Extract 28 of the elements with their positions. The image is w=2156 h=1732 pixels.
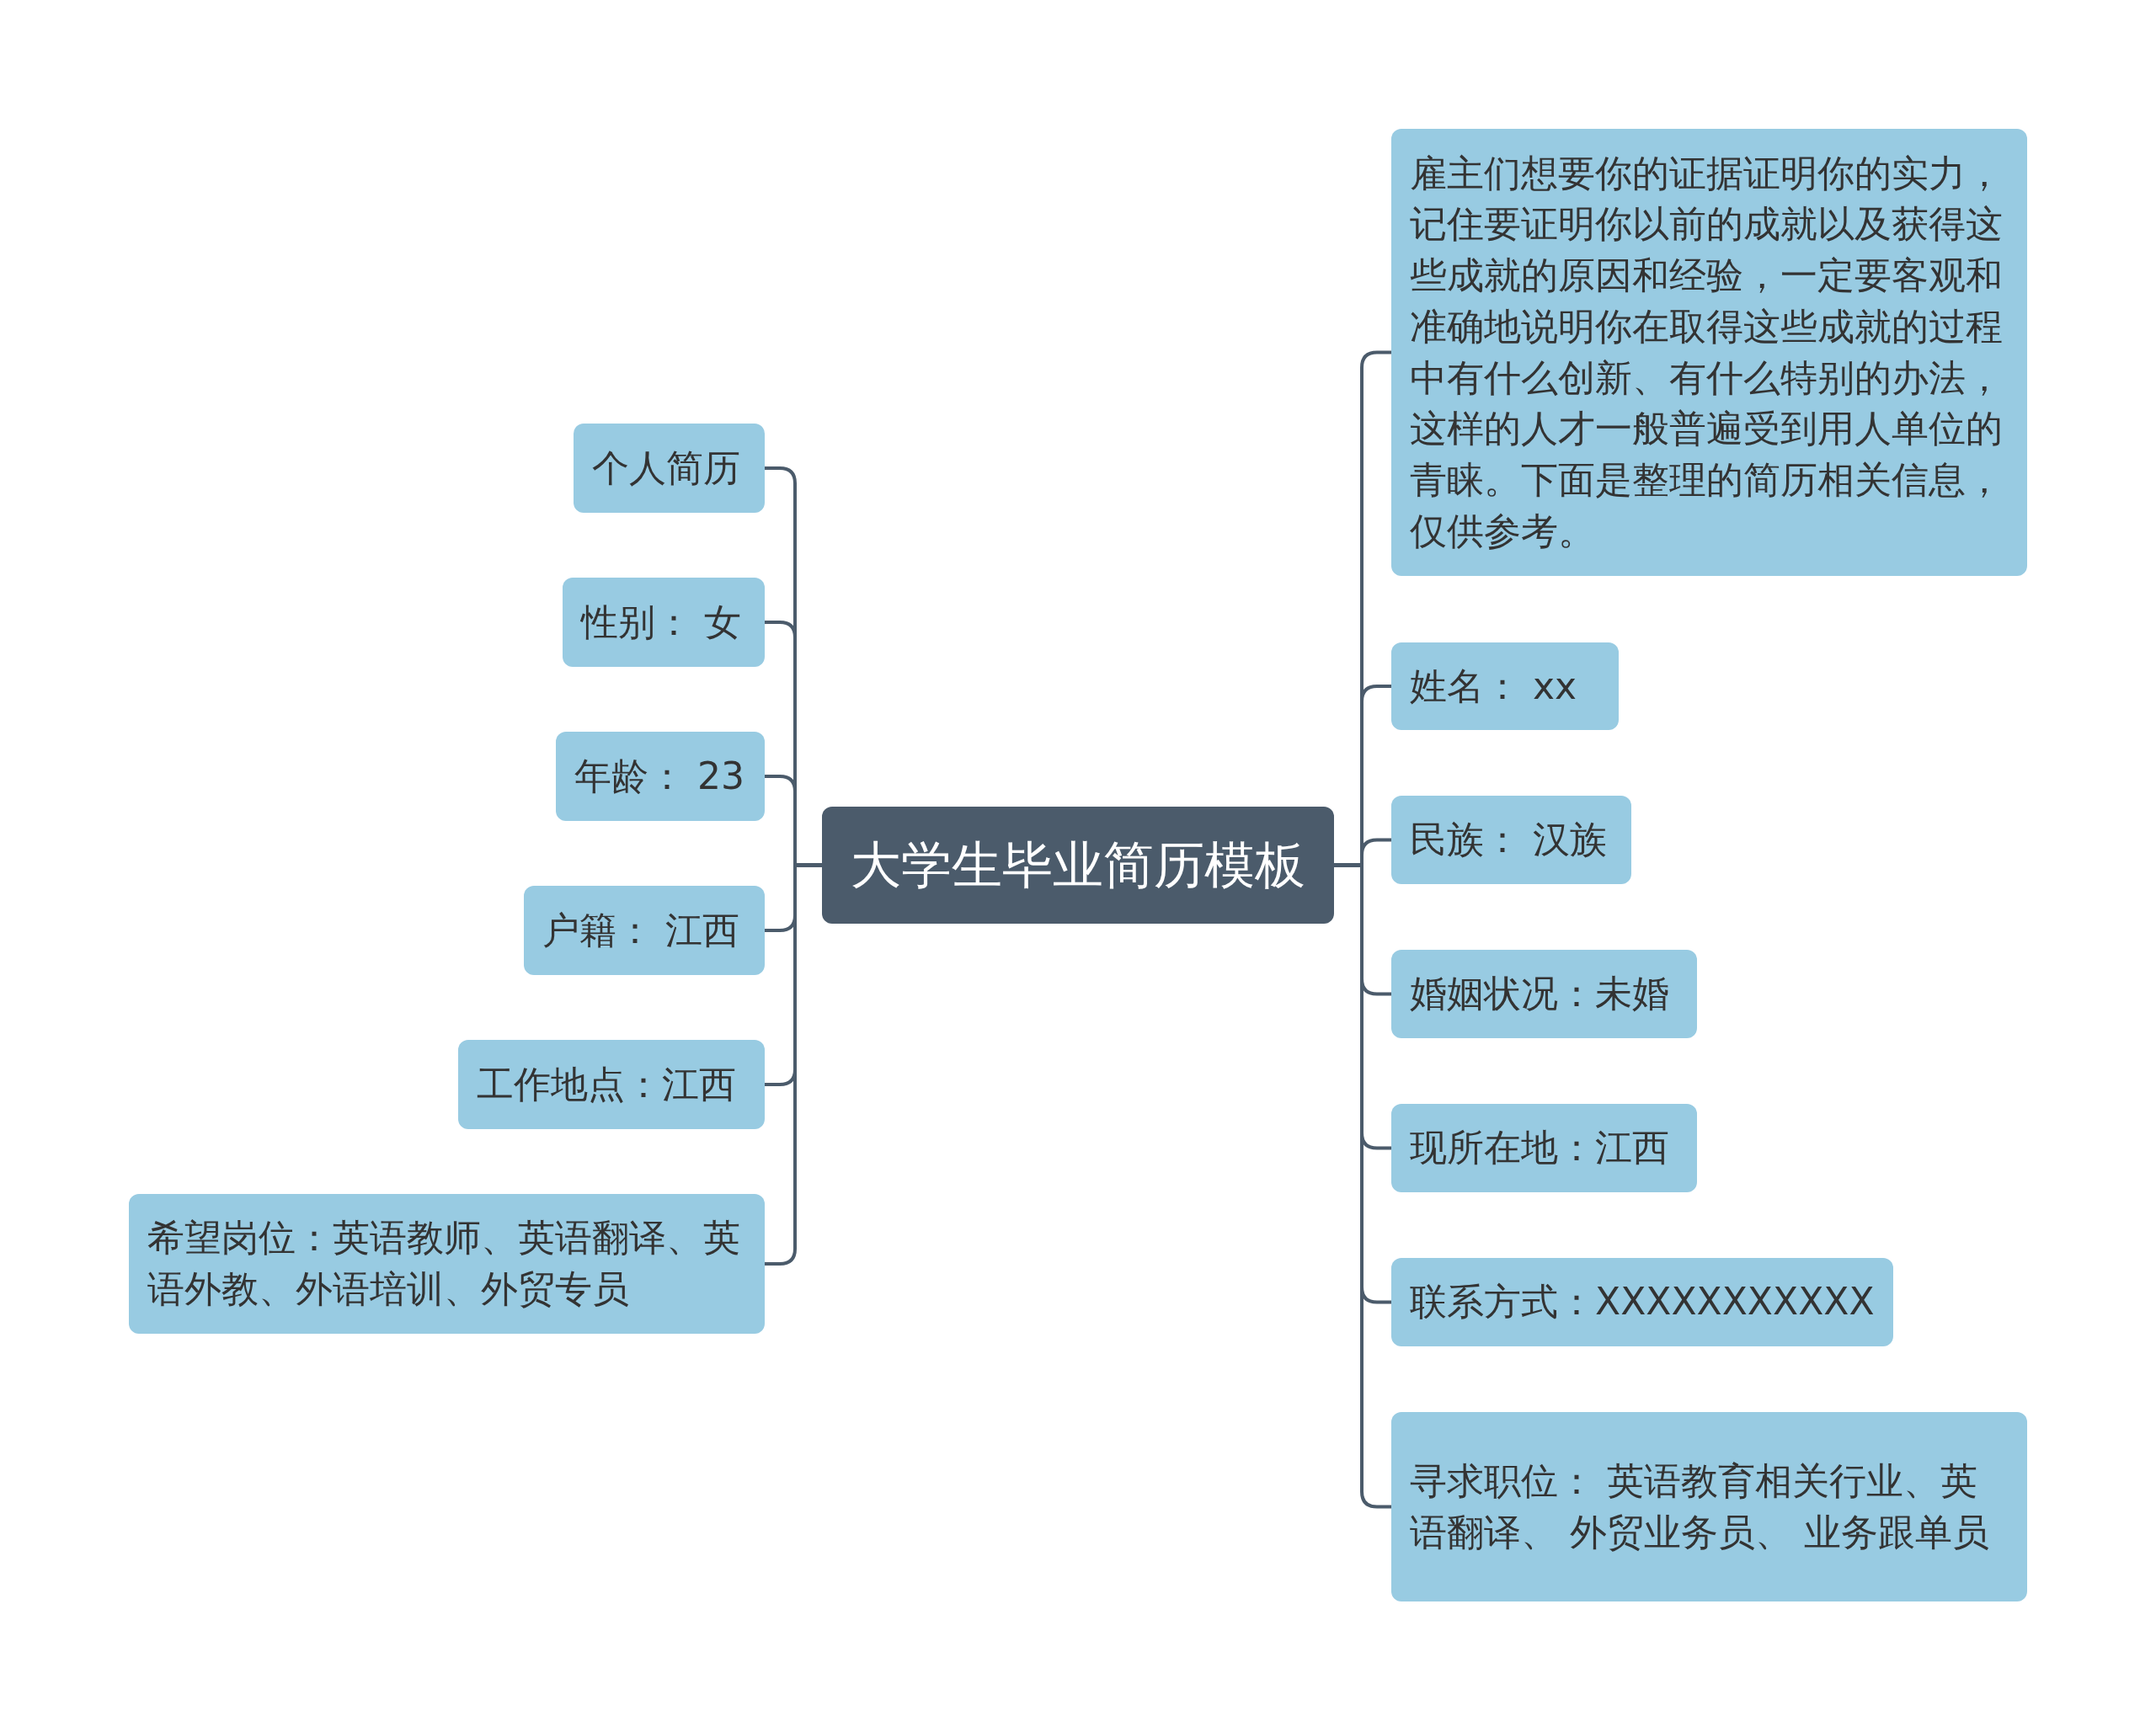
topic-text: 户籍： 江西 [542,907,739,953]
topic-text: 个人简历 [592,445,740,491]
topic-box [129,1194,765,1334]
topic-box [556,732,765,821]
topic-box [458,1040,765,1129]
topic-text: 联系方式：XXXXXXXXXXX [1410,1279,1875,1325]
topic-box [574,424,765,513]
topic-box [563,578,765,667]
topic-text: 大学生毕业简历模板 [851,834,1305,897]
topic-box [1391,796,1631,884]
topic-box [1391,1104,1697,1192]
topic-box [524,886,765,975]
topic-box [1391,950,1697,1038]
topic-box [1391,642,1619,730]
topic-text: 寻求职位： 英语教育相关行业、英语翻译、 外贸业务员、 业务跟单员 [1410,1458,1990,1555]
topic-text: 姓名： xx [1410,663,1577,709]
topic-text: 希望岗位：英语教师、英语翻译、英语外教、外语培训、外贸专员 [147,1215,741,1312]
topic-text: 现所在地：江西 [1410,1125,1669,1171]
topic-box [1391,129,2027,576]
topic-text: 雇主们想要你的证据证明你的实力，记住要证明你以前的成就以及获得这些成就的原因和经验，一定要客观和准确地说明你在取得这些成就的过程中有什么创新、有什么特别的办法，这样的人才一般普遍受到用人单位的青睐。下面是整理的简历相关信息，仅供参考。 [1410,150,2004,554]
topic-text: 年龄： 23 [574,753,744,799]
topic-text: 民族： 汉族 [1410,817,1607,863]
topic-text: 工作地点：江西 [477,1061,736,1107]
topic-text: 婚姻状况：未婚 [1410,971,1669,1017]
topic-box [1391,1258,1893,1346]
topic-box [1391,1412,2027,1601]
central-topic-box [822,807,1334,924]
topic-text: 性别： 女 [581,599,741,645]
